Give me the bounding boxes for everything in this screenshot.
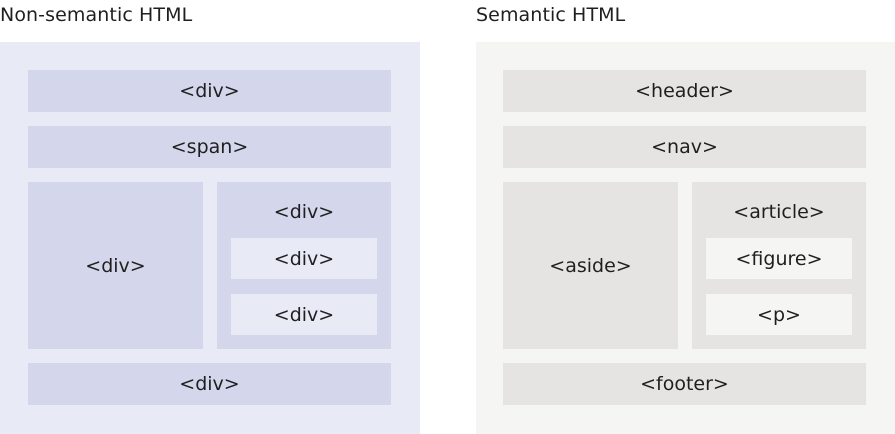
semantic-footer-box: <footer> — [503, 363, 866, 405]
semantic-header-box: <header> — [503, 70, 866, 112]
semantic-figure-box: <figure> — [706, 238, 852, 279]
semantic-nav-box: <nav> — [503, 126, 866, 168]
non-semantic-inner2-box: <div> — [231, 294, 377, 335]
non-semantic-column-label: <div> — [273, 201, 335, 223]
semantic-article-label: <article> — [733, 201, 825, 223]
semantic-aside-box: <aside> — [503, 182, 678, 349]
non-semantic-row1-box: <div> — [28, 70, 391, 112]
non-semantic-bottom-box: <div> — [28, 363, 391, 405]
non-semantic-row2-box: <span> — [28, 126, 391, 168]
semantic-diagram: <header> <nav> <aside> <article> <figure… — [476, 42, 895, 434]
non-semantic-title: Non-semantic HTML — [0, 4, 193, 26]
non-semantic-side-box: <div> — [28, 182, 203, 349]
semantic-title: Semantic HTML — [476, 4, 626, 26]
semantic-p-box: <p> — [706, 294, 852, 335]
non-semantic-diagram: <div> <span> <div> <div> <div> <div> <di… — [0, 42, 420, 434]
non-semantic-inner1-box: <div> — [231, 238, 377, 279]
